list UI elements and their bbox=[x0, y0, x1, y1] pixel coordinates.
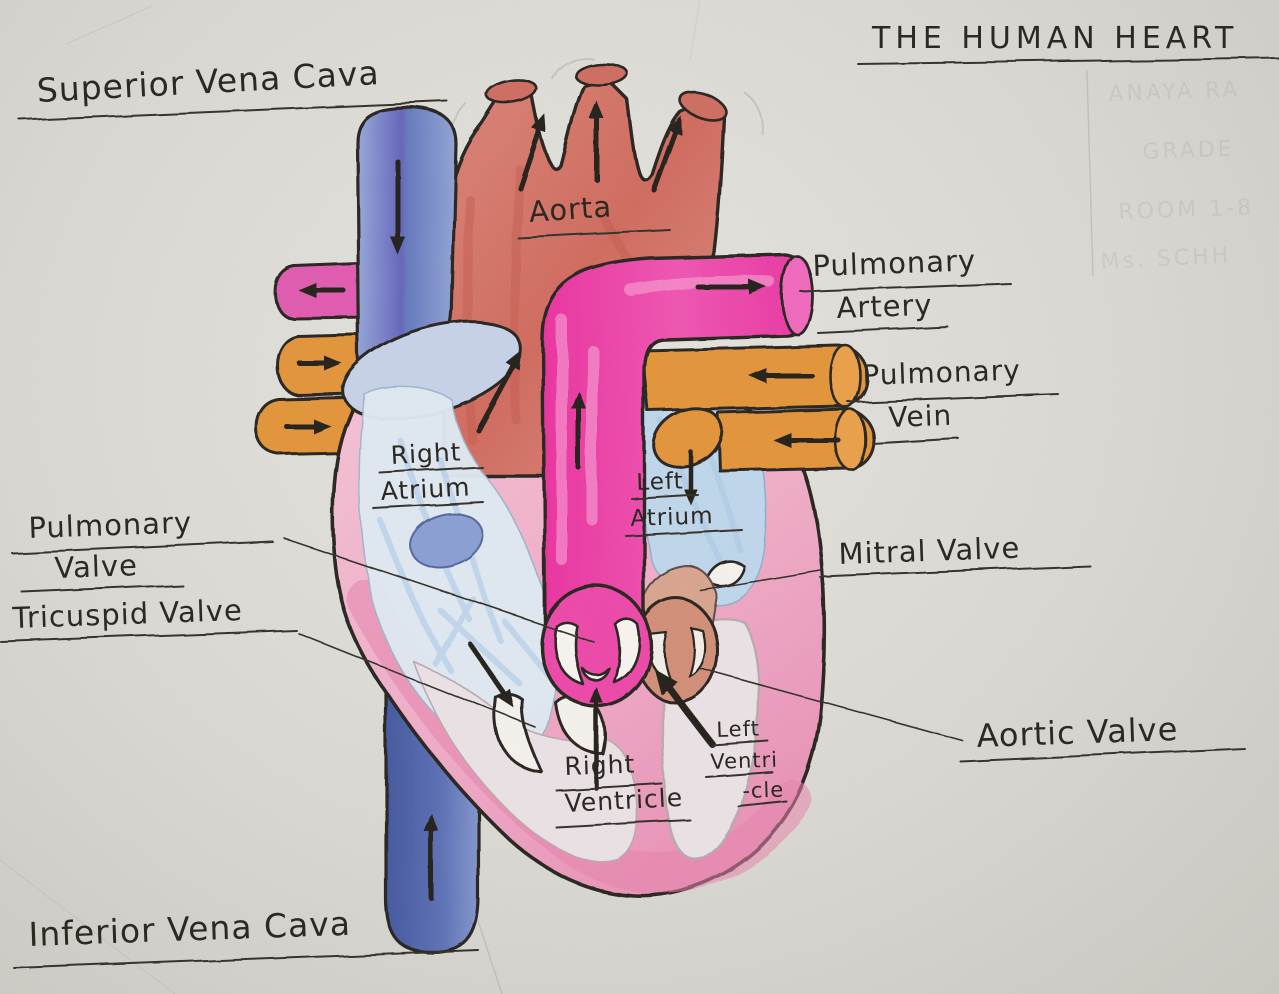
label-pulmonary-artery-line1: Pulmonary bbox=[811, 243, 977, 283]
label-aortic-valve: Aortic Valve bbox=[975, 709, 1179, 755]
label-right-ventricle-line1: Right bbox=[563, 749, 636, 781]
label-pulmonary-valve-line2: Valve bbox=[53, 548, 139, 585]
faint-pencil-note-line2: GRADE bbox=[1141, 136, 1236, 165]
diagram-title: THE HUMAN HEART bbox=[872, 21, 1239, 56]
label-inferior-vena-cava: Inferior Vena Cava bbox=[27, 903, 352, 954]
label-left-ventricle-line1: Left bbox=[715, 716, 761, 742]
label-left-atrium-line2: Atrium bbox=[629, 503, 714, 532]
label-pulmonary-vein-line1: Pulmonary bbox=[861, 353, 1022, 392]
label-pulmonary-artery-line2: Artery bbox=[835, 287, 934, 325]
label-right-atrium-line2: Atrium bbox=[379, 472, 472, 506]
label-right-ventricle-line2: Ventricle bbox=[563, 782, 684, 818]
label-tricuspid-valve: Tricuspid Valve bbox=[11, 592, 244, 635]
label-right-atrium-line1: Right bbox=[389, 437, 463, 470]
label-aorta: Aorta bbox=[527, 189, 614, 229]
label-pulmonary-vein-line2: Vein bbox=[887, 398, 953, 434]
label-pulmonary-valve-line1: Pulmonary bbox=[27, 505, 193, 545]
faint-pencil-note-line3: ROOM 1-8 bbox=[1117, 195, 1255, 225]
faint-pencil-note-line1: ANAYA RA bbox=[1107, 77, 1241, 107]
label-left-ventricle-line2: Ventri bbox=[709, 747, 779, 774]
label-mitral-valve: Mitral Valve bbox=[837, 530, 1021, 571]
label-left-ventricle-line3: -cle bbox=[741, 777, 785, 803]
label-left-atrium-line1: Left bbox=[635, 468, 685, 496]
